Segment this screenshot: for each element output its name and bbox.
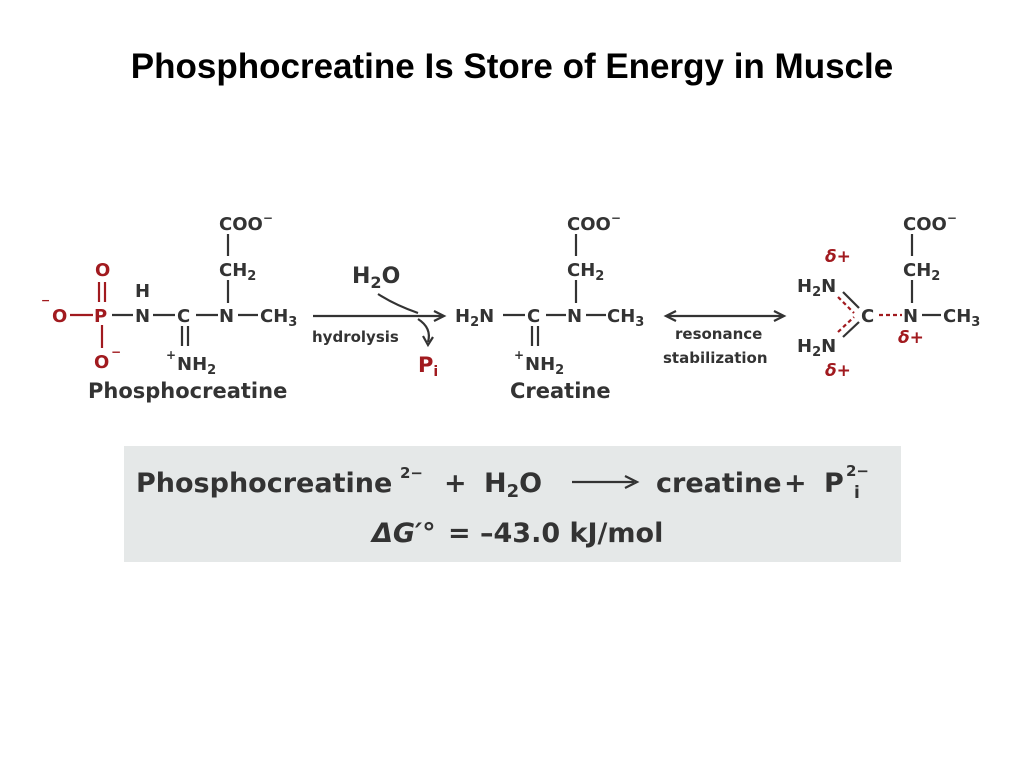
creatine-label: Creatine	[510, 379, 611, 403]
methyl-1: CH3	[260, 306, 297, 330]
ch2-group-1: CH2	[219, 260, 256, 284]
bond-n-bottom-c	[842, 321, 860, 338]
phosphocreatine-label: Phosphocreatine	[88, 379, 287, 403]
stabilization-label: stabilization	[663, 349, 768, 367]
water-label: H2O	[352, 264, 400, 292]
carbon-guanidino-2: C	[527, 306, 540, 327]
h2n-bottom: H2N	[797, 336, 836, 360]
delta-plus-bottom: δ+	[825, 361, 851, 381]
resonance-arrowhead-right	[773, 310, 787, 322]
phosphate-o-left: O	[52, 306, 67, 327]
creatine-structure: H2N C + NH2 N CH3 CH2 COO− Creatine	[455, 211, 644, 403]
ch2-group-3: CH2	[903, 260, 940, 284]
eq-arrowhead	[624, 475, 640, 489]
nitrogen-2: N	[219, 306, 234, 327]
eq-phosphocreatine: Phosphocreatine	[136, 468, 392, 499]
eq-water: H2O	[484, 468, 542, 502]
amine-h: H	[135, 281, 150, 302]
reaction-scheme: O − O P O − H N C + NH2 N CH3 CH2 COO− P…	[41, 211, 980, 403]
plus-charge-1: +	[166, 348, 176, 362]
eq-pi-sub: i	[854, 483, 860, 503]
h2n-group-2: H2N	[455, 306, 494, 330]
eq-pi-charge: 2−	[846, 462, 869, 480]
eq-pi: P	[824, 468, 844, 499]
partial-bond-top	[837, 296, 855, 314]
h2n-top: H2N	[797, 276, 836, 300]
nh2-group-2: NH2	[525, 354, 564, 378]
bond-n-top-c	[842, 291, 860, 309]
carboxylate-2: COO−	[567, 211, 621, 235]
carboxylate-3: COO−	[903, 211, 957, 235]
methyl-3: CH3	[943, 306, 980, 330]
carbon-resonance: C	[861, 306, 874, 327]
eq-creatine: creatine	[656, 468, 782, 499]
eq-delta-g: ΔG′°	[370, 518, 436, 549]
partial-bond-bottom	[837, 316, 855, 333]
equation-svg: Phosphocreatine 2− + H2O creatine + P 2−…	[136, 462, 869, 549]
hydrolysis-arrowhead	[433, 310, 447, 322]
water-entry-curve	[377, 293, 419, 315]
pi-exit-arrowhead	[422, 335, 434, 348]
ch2-group-2: CH2	[567, 260, 604, 284]
plus-charge-2: +	[514, 348, 524, 362]
hydrolysis-label: hydrolysis	[312, 328, 399, 346]
methyl-2: CH3	[607, 306, 644, 330]
phosphocreatine-structure: O − O P O − H N C + NH2 N CH3 CH2 COO− P…	[41, 211, 297, 403]
slide-title: Phosphocreatine Is Store of Energy in Mu…	[130, 47, 894, 86]
phosphate-o-bottom: O	[94, 352, 109, 373]
phosphate-minus-left: −	[41, 294, 50, 307]
resonance-arrowhead-left	[663, 310, 677, 322]
resonance-arrow-group: resonance stabilization	[663, 310, 787, 367]
eq-delta-g-value: = –43.0 kJ/mol	[448, 518, 663, 549]
carboxylate-1: COO−	[219, 211, 273, 235]
nitrogen-resonance: N	[903, 306, 918, 327]
delta-plus-n: δ+	[898, 328, 924, 348]
nitrogen-creatine: N	[567, 306, 582, 327]
carbon-guanidino: C	[177, 306, 190, 327]
nh2-group-1: NH2	[177, 354, 216, 378]
phosphate-o-top: O	[95, 260, 110, 281]
resonance-structure: δ+ H2N H2N δ+ C N δ+ CH3 CH2 COO−	[797, 211, 980, 381]
nitrogen-1: N	[135, 306, 150, 327]
hydrolysis-arrow-group: H2O hydrolysis Pi	[312, 264, 447, 380]
eq-phosphocreatine-charge: 2−	[400, 464, 423, 482]
resonance-label: resonance	[675, 325, 762, 343]
pi-exit-curve	[417, 318, 430, 343]
pi-product: Pi	[418, 353, 438, 380]
eq-plus-2: +	[784, 468, 807, 499]
phosphorus: P	[94, 306, 107, 327]
phosphate-minus-bottom: −	[111, 345, 121, 359]
delta-plus-top: δ+	[825, 247, 851, 267]
equation-box: Phosphocreatine 2− + H2O creatine + P 2−…	[124, 446, 901, 562]
eq-plus-1: +	[444, 468, 467, 499]
